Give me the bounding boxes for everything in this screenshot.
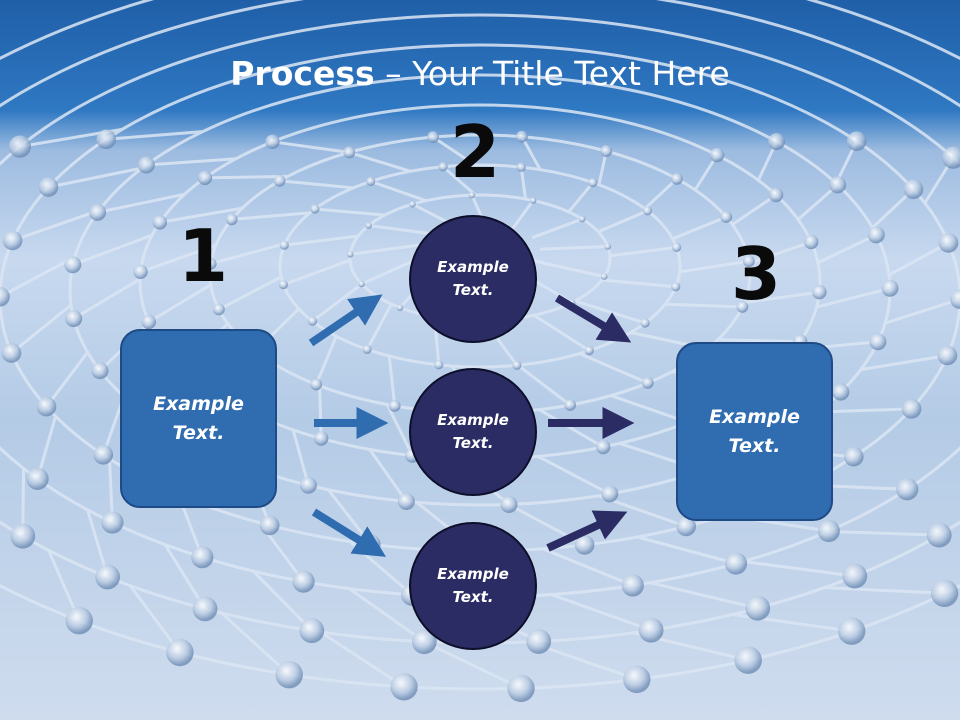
arrow-2-top-to-3 <box>554 294 632 343</box>
step-2-label-bottom: Example Text. <box>437 565 509 606</box>
step-2-circle-middle: Example Text. <box>409 368 537 496</box>
title-bold: Process <box>230 54 375 93</box>
step-2-circle-top: Example Text. <box>409 215 537 343</box>
step-3-label: Example Text. <box>709 405 800 457</box>
step-1-box: Example Text. <box>120 329 277 508</box>
step-2-label-middle: Example Text. <box>437 411 509 452</box>
step-2-circle-bottom: Example Text. <box>409 522 537 650</box>
step-1-label: Example Text. <box>153 392 244 444</box>
step-2-number: 2 <box>450 110 501 194</box>
step-1-number: 1 <box>178 214 229 298</box>
step-3-number: 3 <box>731 232 782 316</box>
page-title: Process – Your Title Text Here <box>0 52 960 96</box>
arrow-1-to-2-bottom <box>311 508 387 557</box>
step-3-box: Example Text. <box>676 342 833 521</box>
arrow-2-bottom-to-3 <box>546 510 628 552</box>
step-2-label-top: Example Text. <box>437 258 509 299</box>
arrow-1-to-2-top <box>308 294 383 347</box>
title-rest: – Your Title Text Here <box>374 54 730 93</box>
